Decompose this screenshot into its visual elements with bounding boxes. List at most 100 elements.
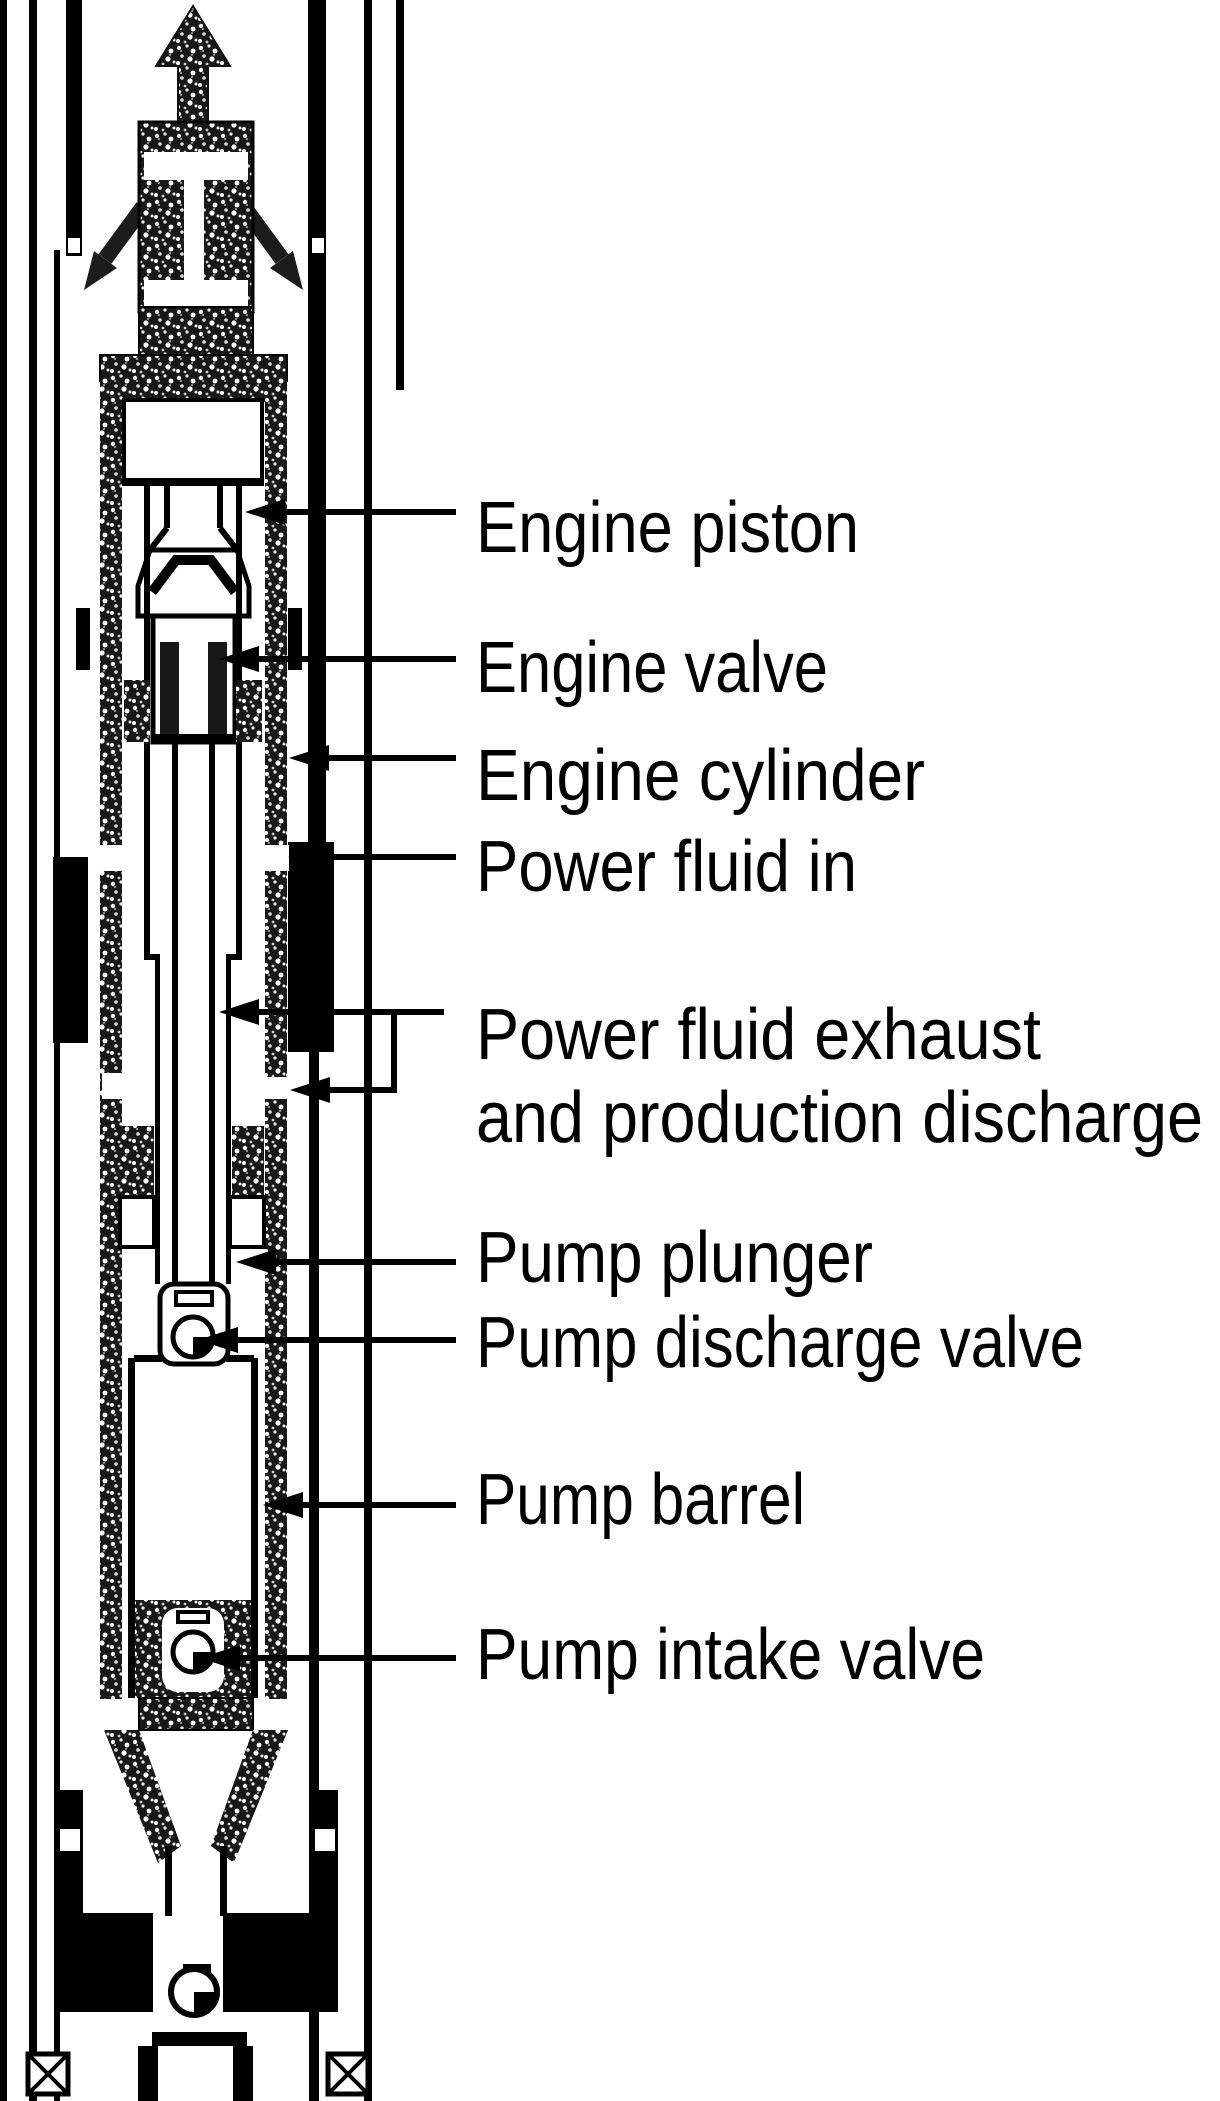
casing-left-line [29, 0, 37, 2101]
callouts: Engine piston Engine valve Engine cylind… [198, 488, 1203, 1695]
holddown-packer-left [53, 857, 88, 1043]
intake-valve-seat [176, 1610, 210, 1624]
callout-power-fluid-in: Power fluid in [288, 827, 857, 907]
tubing-right-line [309, 850, 319, 2101]
fishing-neck-groove-bottom [144, 280, 248, 307]
callout-engine-cylinder: Engine cylinder [289, 736, 925, 816]
piston-rod-left-line [172, 744, 178, 1290]
body-shoulder [99, 354, 288, 382]
engine-cylinder-chamber [122, 398, 264, 484]
cylinder-wall-right [265, 379, 287, 1699]
pump-barrel-right-wall [251, 1358, 258, 1698]
barrel-top-left-edge [134, 1355, 162, 1362]
middle-barrel-right-line [226, 954, 231, 1284]
callout-pump-plunger: Pump plunger [236, 1218, 873, 1298]
outer-casing-right-line [396, 0, 404, 390]
shoe-notch-right [315, 1829, 335, 1851]
standing-valve-base [152, 2032, 247, 2046]
middle-barrel-left-line [155, 954, 160, 1284]
pump-plunger-arrowhead-icon [236, 1249, 276, 1275]
bottom-assembly [25, 1697, 371, 2101]
cylinder-step-right [226, 954, 242, 960]
discharge-port-left [102, 1073, 124, 1099]
power-fluid-exhaust-label-line1: Power fluid exhaust [476, 995, 1041, 1075]
bottom-foot-left [138, 2046, 158, 2101]
engine-cylinder-label: Engine cylinder [476, 736, 925, 816]
upper-seal-right [236, 680, 262, 742]
pump-barrel-left-wall [128, 1358, 135, 1698]
packing-gland-right-icon [325, 2051, 371, 2097]
tubing-left-upper-wall [66, 0, 82, 256]
cylinder-step-left [144, 954, 160, 960]
pump-body [76, 120, 302, 1699]
piston-flare-right [217, 526, 240, 552]
standing-ball-shade [194, 1992, 217, 2015]
outer-casing-left-line [0, 0, 7, 2101]
engine-valve-arrowhead-icon [219, 646, 259, 672]
engine-valve-sleeve-left [160, 642, 179, 734]
piston-neck-right-line [217, 486, 223, 528]
callout-power-fluid-exhaust: Power fluid exhaust and production disch… [219, 995, 1203, 1158]
pump-intake-valve-label: Pump intake valve [476, 1615, 985, 1695]
discharge-valve-seat [174, 1290, 214, 1307]
power-fluid-port-left [100, 845, 124, 871]
pump-plunger-label: Pump plunger [476, 1218, 873, 1298]
piston-crown-chevron [148, 555, 239, 595]
seating-funnel-right [211, 1730, 288, 1863]
callout-engine-valve: Engine valve [219, 628, 828, 708]
standing-tube-right-line [220, 1846, 227, 1916]
discharge-port-right [265, 1077, 289, 1099]
shoe-column-right [312, 1790, 338, 2012]
seating-funnel-left [104, 1730, 181, 1863]
callout-engine-piston: Engine piston [245, 488, 859, 568]
cylinder-top-cap [122, 377, 265, 402]
annulus-arrow-left-icon [84, 202, 150, 290]
fishing-neck-slot [184, 180, 204, 280]
engine-valve-label: Engine valve [476, 628, 828, 708]
tubing-left-notch [68, 238, 80, 253]
fishing-neck-groove-top [144, 152, 248, 180]
seating-cup-right [223, 1913, 315, 2012]
upper-seal-left [124, 680, 150, 742]
callout-pump-barrel: Pump barrel [263, 1460, 805, 1540]
plunger-gland-right [228, 1195, 266, 1249]
power-fluid-in-arrowhead-icon [288, 844, 328, 870]
seating-cup-left [57, 1913, 153, 2012]
wellbore-casing [0, 0, 404, 2101]
engine-piston-label: Engine piston [476, 488, 859, 568]
casing-right-line [364, 0, 372, 2101]
plunger-gland-left [118, 1195, 156, 1249]
body-neck [138, 306, 254, 358]
tubing-right-notch [312, 238, 324, 253]
engine-section [118, 398, 266, 1290]
valve-housing-bottom [153, 734, 235, 744]
bottom-neck [138, 1697, 254, 1731]
pump-barrel-arrowhead-icon [263, 1492, 303, 1518]
seal-collar-right [288, 608, 302, 670]
callout-pump-discharge-valve: Pump discharge valve [198, 1303, 1084, 1383]
pump-barrel-label: Pump barrel [476, 1460, 805, 1540]
engine-valve-sleeve-right [208, 642, 227, 734]
pump-intake-valve-arrowhead-icon [200, 1645, 240, 1671]
standing-tube-left-line [165, 1846, 172, 1916]
callout-pump-intake-valve: Pump intake valve [200, 1615, 985, 1695]
engine-cylinder-arrowhead-icon [289, 745, 329, 771]
exhaust-arrowhead-icon [219, 999, 259, 1025]
piston-neck-left-line [164, 486, 170, 528]
middle-seal-left [122, 1126, 154, 1202]
pump-discharge-valve-arrowhead-icon [198, 1327, 238, 1353]
engine-piston-top-edge [122, 478, 264, 486]
power-fluid-exhaust-label-line2: and production discharge [476, 1078, 1203, 1158]
piston-flare-left [147, 526, 170, 552]
engine-piston-arrowhead-icon [245, 499, 285, 525]
tubing-left-line [54, 250, 60, 2101]
bottom-foot-right [233, 2046, 253, 2101]
discharge-arrowhead-icon [290, 1077, 330, 1103]
shoe-notch-left [60, 1829, 80, 1851]
barrel-top-right-edge [226, 1355, 254, 1362]
tubing-right-upper-wall [308, 0, 326, 860]
pump-discharge-valve-label: Pump discharge valve [476, 1303, 1084, 1383]
seal-collar-left [76, 608, 90, 670]
